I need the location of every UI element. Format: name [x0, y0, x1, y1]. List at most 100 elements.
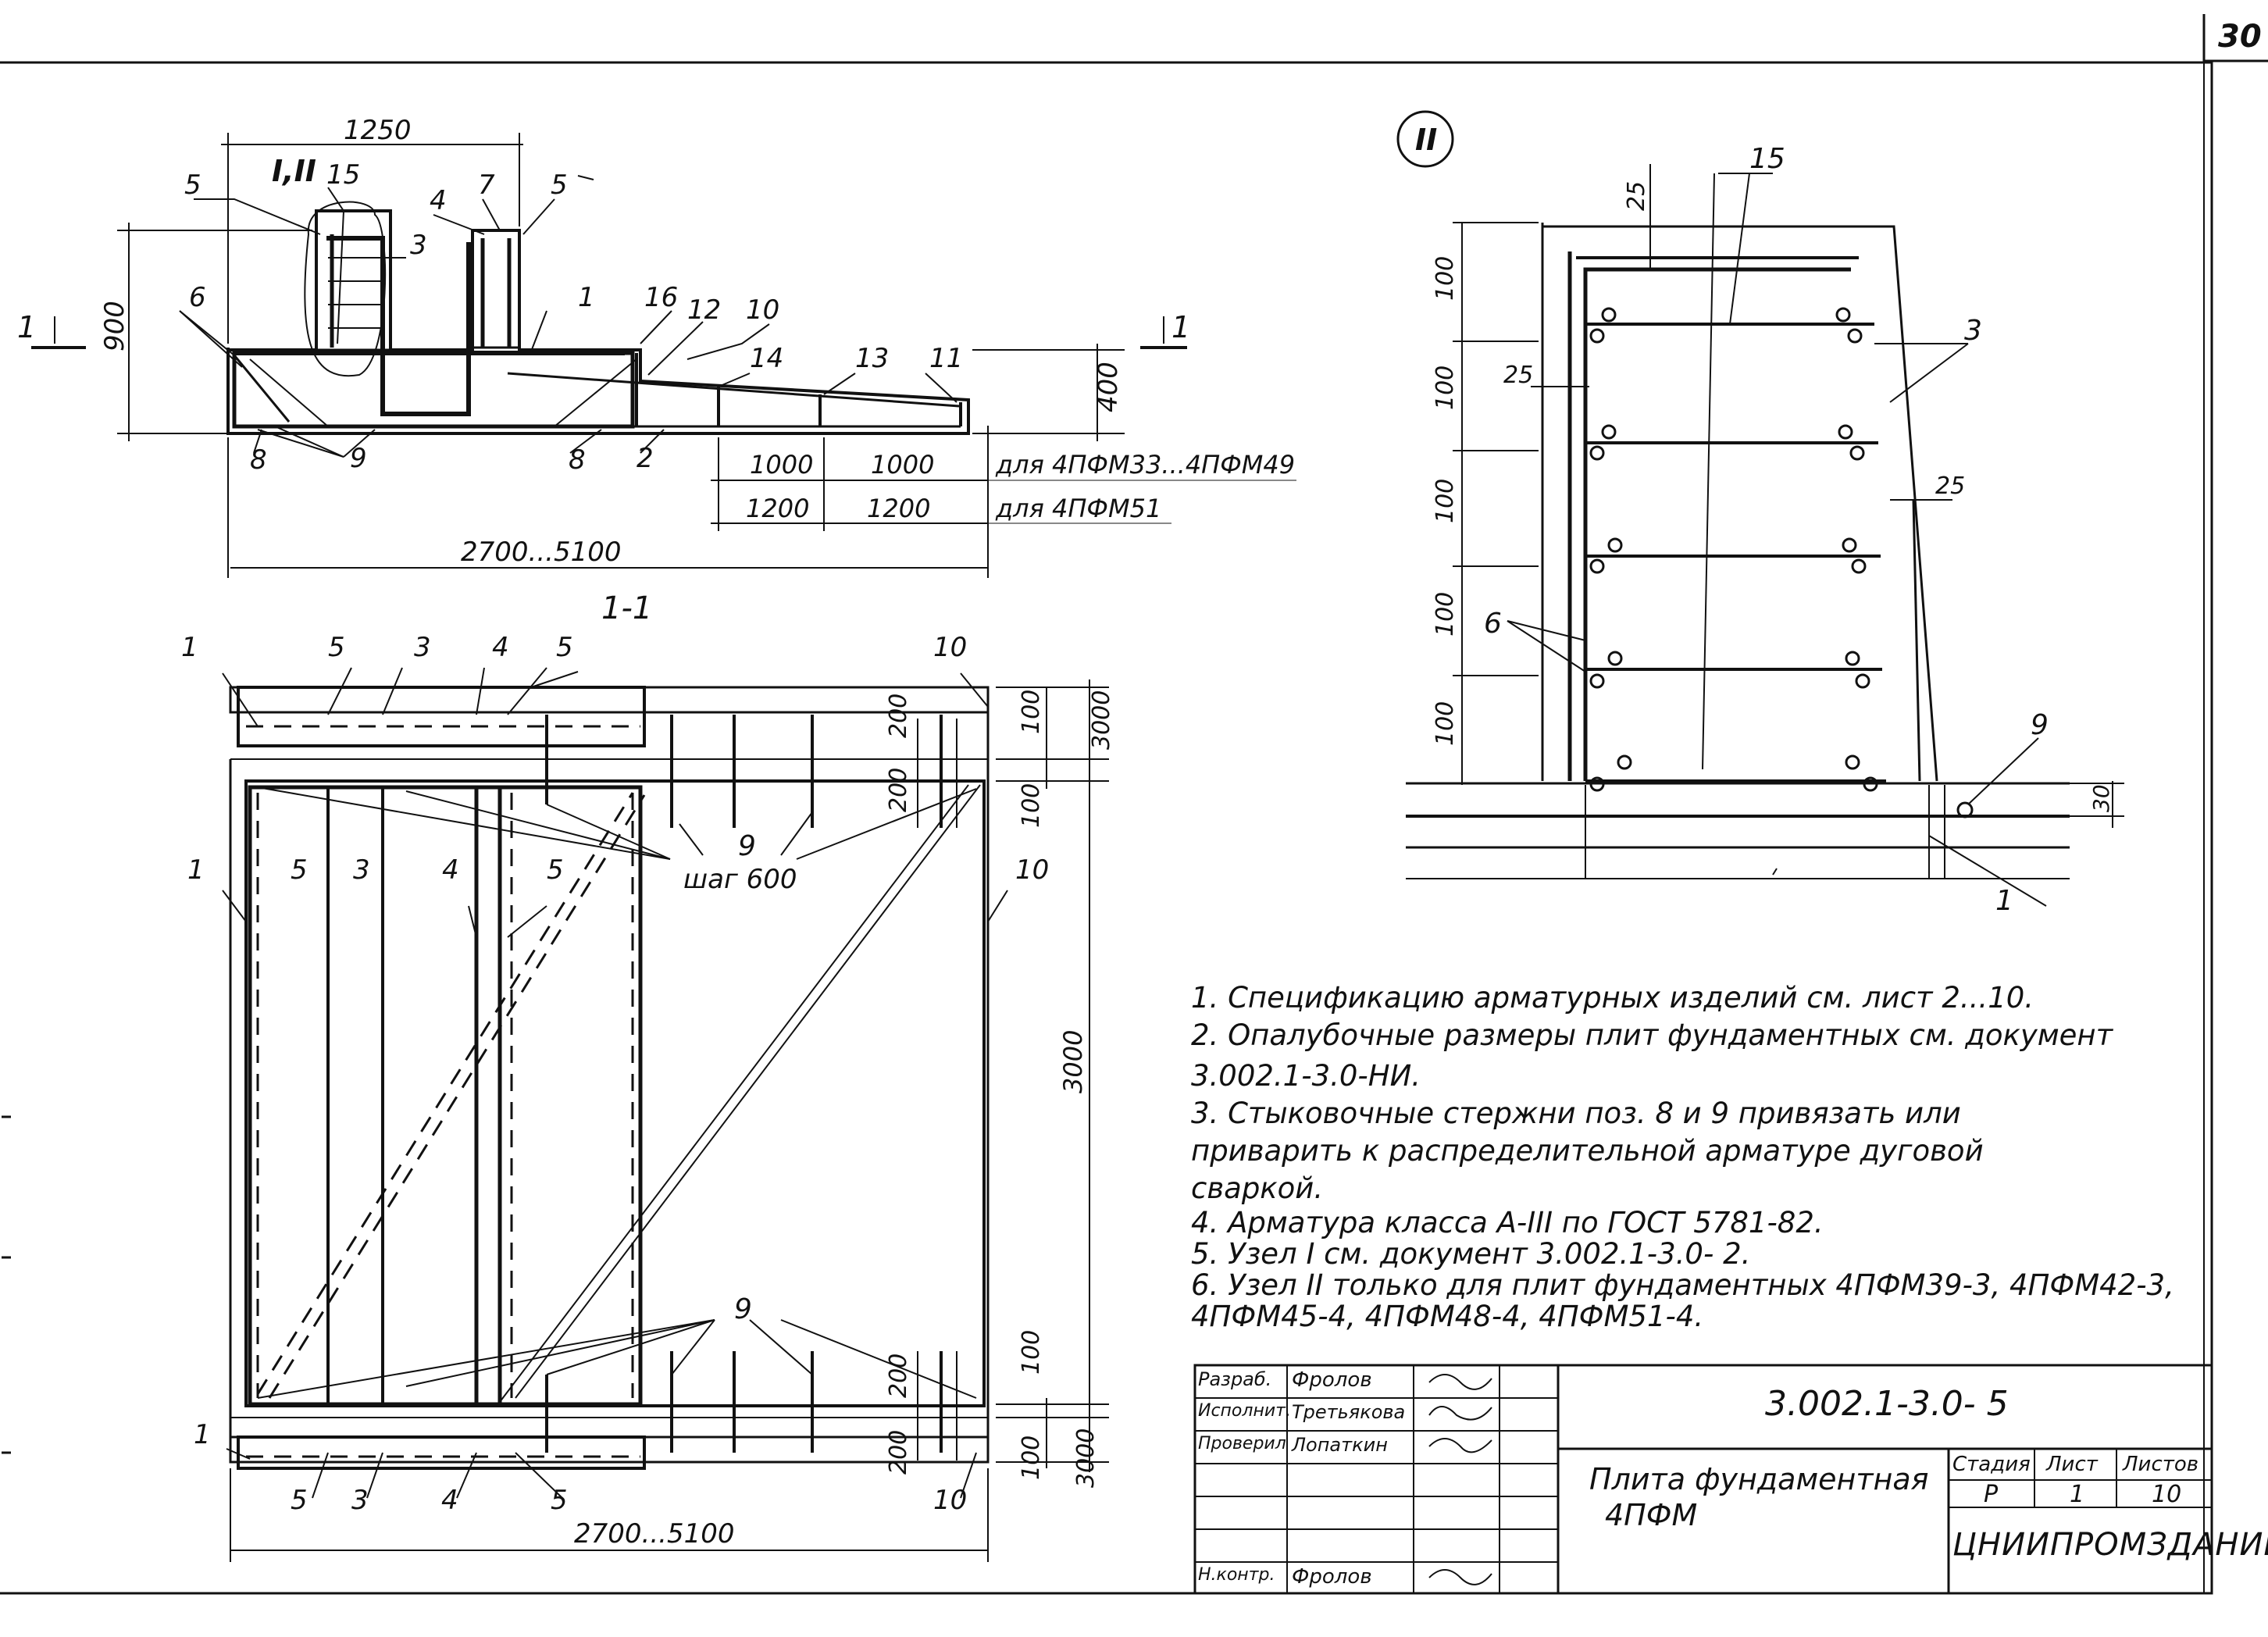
node2-dim-25c: 25: [1935, 473, 1965, 500]
node2-labels: II 15 25 3 25 25 6 9 30 1 100 100 100 10…: [1415, 123, 2114, 917]
section-callout-3: 3: [410, 230, 427, 261]
node2-callout-1: 1: [1995, 885, 2013, 917]
section-callout-12: 12: [687, 294, 721, 326]
node-marks: I,II: [272, 154, 316, 188]
note-5: 5. Узел I см. документ 3.002.1-3.0- 2.: [1191, 1237, 1751, 1271]
title-line-1: Плита фундаментная: [1589, 1462, 1929, 1496]
plan-mid-callout-1: 1: [187, 854, 205, 886]
pitch-label-2: для 4ПФМ51: [995, 494, 1161, 523]
section-callout-10: 10: [746, 294, 779, 326]
section-callout-11: 11: [929, 343, 963, 374]
plan-dim-bottom-3000: 3000: [1072, 1428, 1100, 1488]
note-2: 2. Опалубочные размеры плит фундаментных…: [1191, 1018, 2113, 1052]
plan-outline: [229, 686, 990, 1470]
plan-top-callout-10: 10: [933, 632, 967, 663]
node2-mark: II: [1415, 123, 1437, 157]
plan-dim-100b: 100: [1018, 783, 1045, 828]
plan-pitch-label: шаг 600: [683, 864, 797, 895]
dim-1250: 1250: [344, 115, 412, 146]
plan-mid-callout-4: 4: [442, 854, 459, 886]
name-7: Фролов: [1292, 1565, 1372, 1589]
plan-mid-callout-3: 3: [353, 854, 370, 886]
section-leaders: [179, 187, 957, 458]
node2-callout-6: 6: [1484, 608, 1502, 640]
section-callout-6: 6: [189, 282, 206, 313]
plan-top-callout-5a: 5: [328, 632, 345, 663]
note-3: 3. Стыковочные стержни поз. 8 и 9 привяз…: [1191, 1097, 1961, 1130]
plan-top-callout-1: 1: [181, 632, 198, 663]
organization: ЦНИИПРОМЗДАНИЙ: [1952, 1527, 2268, 1563]
node2-spacing-3: 100: [1432, 479, 1459, 523]
section-callout-1: 1: [578, 282, 595, 313]
section-callout-9: 9: [350, 443, 367, 474]
note-3-cont2: сваркой.: [1191, 1172, 1324, 1205]
plan-dim-200b: 200: [885, 768, 912, 812]
plan-bottom-callout-10: 10: [933, 1485, 967, 1516]
name-3: Лопаткин: [1292, 1434, 1388, 1456]
plan-hidden-lines: [246, 725, 646, 1458]
cut-mark-left: 1: [17, 310, 36, 344]
pitch-1200a: 1200: [746, 494, 809, 523]
section-title: 1-1: [601, 590, 652, 626]
sheet-value: 1: [2070, 1481, 2085, 1508]
role-1: Разраб.: [1198, 1368, 1272, 1390]
plan-dim-top-3000: 3000: [1088, 690, 1115, 750]
section-callout-5a: 5: [184, 169, 201, 201]
plan-dimension-lines: [230, 679, 1109, 1562]
node2-dim-30: 30: [2088, 784, 2114, 812]
name-1: Фролов: [1292, 1368, 1372, 1392]
note-6: 6. Узел II только для плит фундаментных …: [1191, 1268, 2174, 1302]
section-dimension-lines: [31, 133, 1296, 578]
plan-top-callout-4: 4: [492, 632, 509, 663]
sheet-frame: [0, 14, 2268, 1595]
plan-labels: 1 5 3 4 5 10 1 5 3 4 5 10 9 шаг 600 9 1 …: [181, 632, 1115, 1550]
node2-dim-25a: 25: [1623, 181, 1650, 211]
pitch-1000b: 1000: [871, 450, 934, 480]
section-labels: 1250 900 400 I,II 1 1 5 15 3 4 7 5 6 1 1…: [17, 115, 1295, 626]
role-2: Исполнит.: [1198, 1401, 1291, 1421]
note-1: 1. Спецификацию арматурных изделий см. л…: [1191, 981, 2034, 1015]
plan-mid-callout-5a: 5: [291, 854, 308, 886]
note-6-cont: 4ПФМ45-4, 4ПФМ48-4, 4ПФМ51-4.: [1191, 1300, 1704, 1333]
node2-spacing-1: 100: [1432, 256, 1459, 301]
title-line-2: 4ПФМ: [1605, 1498, 1698, 1532]
note-4: 4. Арматура класса А-III по ГОСТ 5781-82…: [1191, 1206, 1824, 1239]
plan-top-callout-3: 3: [414, 632, 431, 663]
plan-diagonals: [499, 784, 981, 1403]
stage-value: Р: [1984, 1481, 1999, 1508]
sheets-value: 10: [2152, 1481, 2182, 1508]
plan-dim-200a: 200: [885, 694, 912, 738]
plan-mid-callout-5b: 5: [547, 854, 564, 886]
node2-spacing-2: 100: [1432, 366, 1459, 410]
section-callout-8b: 8: [569, 444, 586, 476]
section-callout-5b: 5: [551, 169, 568, 201]
note-2-cont: 3.002.1-3.0-НИ.: [1191, 1059, 1421, 1093]
plan-dim-100a: 100: [1018, 690, 1045, 734]
plan-length: 2700...5100: [574, 1518, 734, 1550]
section-callout-7: 7: [478, 169, 495, 201]
plan-mark-9-top: 9: [738, 830, 756, 862]
plan-dim-100d: 100: [1018, 1435, 1045, 1480]
node2-bar-dots: [1589, 307, 1878, 792]
plan-mid-callout-10: 10: [1015, 854, 1049, 886]
plan-top-callout-5b: 5: [556, 632, 573, 663]
pitch-label-1: для 4ПФМ33...4ПФМ49: [995, 450, 1295, 480]
dim-900: 900: [99, 301, 130, 351]
plan-dim-200c: 200: [885, 1353, 912, 1398]
plan-dim-200d: 200: [885, 1430, 912, 1475]
section-callout-16: 16: [644, 282, 678, 313]
node2-callout-3: 3: [1964, 315, 1982, 347]
title-block-grid: [1193, 1364, 2213, 1595]
section-length: 2700...5100: [461, 537, 621, 568]
pitch-1200b: 1200: [867, 494, 930, 523]
section-callout-4: 4: [430, 185, 447, 216]
node2-callout-9: 9: [2031, 709, 2049, 741]
node2-spacing-4: 100: [1432, 592, 1459, 637]
plan-bottom-callout-4: 4: [441, 1485, 458, 1516]
pitch-1000a: 1000: [750, 450, 813, 480]
doc-code: 3.002.1-3.0- 5: [1765, 1384, 2009, 1424]
name-2: Третьякова: [1292, 1401, 1406, 1423]
node2-dim-25b: 25: [1503, 362, 1533, 389]
section-callout-8a: 8: [250, 444, 267, 476]
note-3-cont1: приварить к распределительной арматуре д…: [1191, 1134, 1984, 1168]
